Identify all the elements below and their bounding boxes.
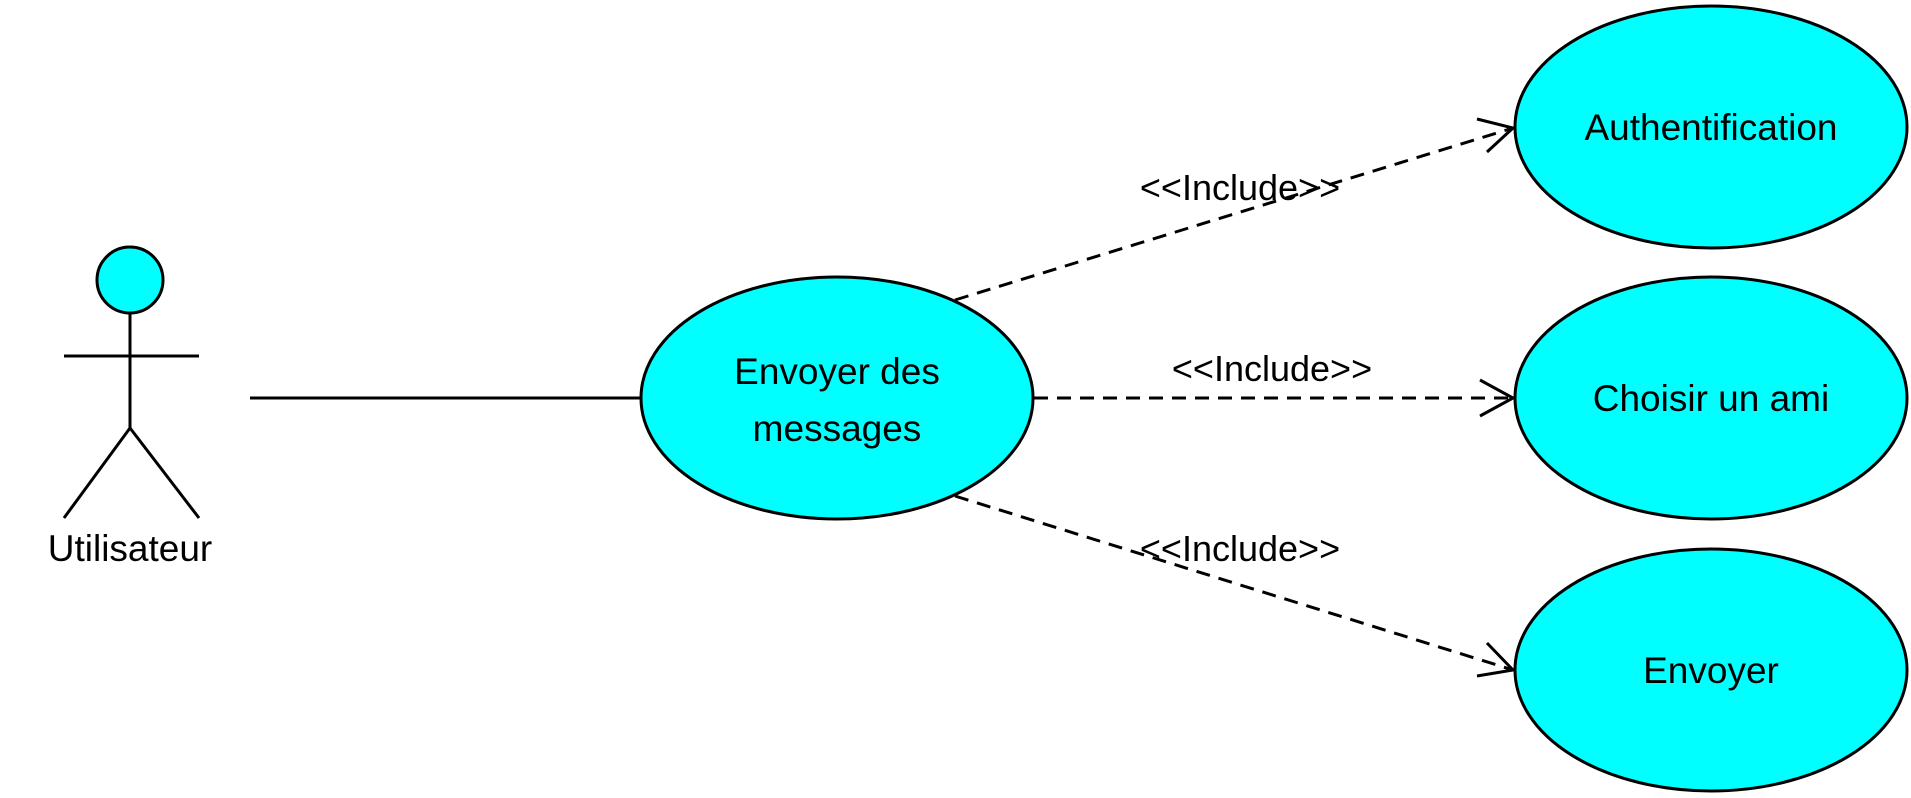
include-send-relation[interactable]: [954, 494, 1517, 678]
include-auth-line: [954, 126, 1514, 302]
use-case-envoyer-des-messages[interactable]: Envoyer des messages: [639, 275, 1035, 521]
actor-label: Utilisateur: [48, 528, 213, 569]
include-send-line: [954, 494, 1514, 672]
use-case-choisir-un-ami[interactable]: Choisir un ami: [1513, 275, 1909, 521]
use-case-ellipse: [639, 275, 1035, 521]
actor-utilisateur[interactable]: Utilisateur: [48, 245, 213, 569]
actor-right-leg: [128, 427, 201, 519]
include-choose-label: <<Include>>: [1172, 348, 1372, 389]
use-case-label-line1: Envoyer des: [734, 351, 940, 392]
use-case-authentification[interactable]: Authentification: [1513, 4, 1909, 250]
include-auth-relation[interactable]: [954, 117, 1517, 302]
use-case-ellipse: [1513, 275, 1909, 521]
include-auth-label: <<Include>>: [1140, 167, 1340, 208]
use-case-ellipse: [1513, 547, 1909, 793]
use-case-label-line2: messages: [753, 408, 922, 449]
actor-left-leg: [62, 427, 132, 519]
include-choose-arrowhead: [1479, 378, 1517, 418]
include-send-label: <<Include>>: [1140, 528, 1340, 569]
use-case-label: Authentification: [1584, 107, 1837, 148]
include-auth-arrowhead: [1476, 117, 1517, 154]
use-case-label: Envoyer: [1643, 650, 1779, 691]
use-case-label: Choisir un ami: [1593, 378, 1829, 419]
include-choose-relation[interactable]: [1034, 378, 1517, 418]
include-send-arrowhead: [1476, 641, 1517, 678]
use-case-ellipse: [1513, 4, 1909, 250]
use-case-envoyer[interactable]: Envoyer: [1513, 547, 1909, 793]
actor-head: [95, 245, 165, 315]
